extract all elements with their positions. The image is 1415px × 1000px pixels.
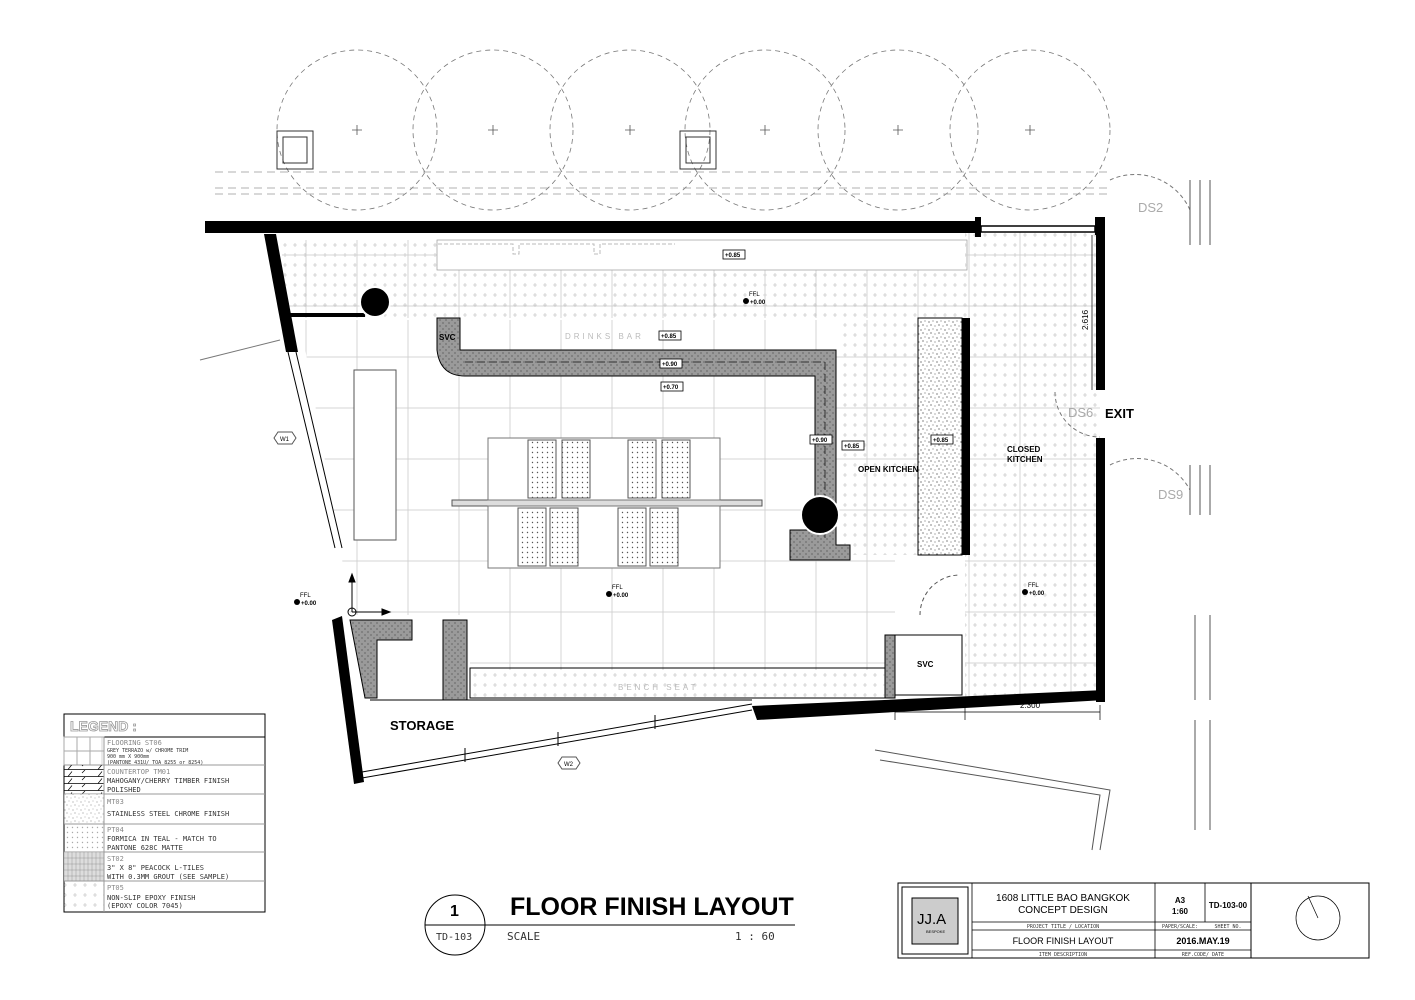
dim-svc: 1.200 [918,701,939,710]
drinks-bar-counter [436,317,851,561]
tag-ds2: DS2 [1138,200,1163,215]
label-svc: SVC [917,660,934,669]
svg-text:PAPER/SCALE:: PAPER/SCALE: [1162,924,1198,930]
label-drinks-bar: DRINKS BAR [565,332,644,341]
tag-w1: W1 [280,437,290,443]
svg-text:PT05: PT05 [107,884,124,892]
svg-text:+0.00: +0.00 [1029,591,1045,597]
svg-text:MAHOGANY/CHERRY TIMBER FINISH: MAHOGANY/CHERRY TIMBER FINISH [107,777,229,785]
svg-text:FLOORING ST06: FLOORING ST06 [107,739,162,747]
drawing-number: 1 [450,903,459,920]
sheet-ref: TD-103 [436,932,472,943]
svg-text:REF.CODE/ DATE: REF.CODE/ DATE [1182,952,1224,958]
label-svc: SVC [439,333,456,342]
svg-text:POLISHED: POLISHED [107,786,141,794]
svg-text:+0.85: +0.85 [933,438,949,444]
svg-text:+0.85: +0.85 [844,444,860,450]
glazing [199,339,753,779]
svg-text:2016.MAY.19: 2016.MAY.19 [1176,936,1229,946]
svg-text:+0.00: +0.00 [613,593,629,599]
svg-text:PANTONE 628C MATTE: PANTONE 628C MATTE [107,844,183,852]
dim-exit: 2.616 [1081,309,1090,330]
label-closed-kitchen: CLOSED [1007,445,1041,454]
svg-text:+0.00: +0.00 [750,300,766,306]
svg-text:FLOOR FINISH LAYOUT: FLOOR FINISH LAYOUT [1013,936,1114,946]
legend: LEGEND : FLOORING ST06 GREY TERRAZO w/ C… [63,713,266,913]
tag-ds6: DS6 [1068,405,1093,420]
svg-text:+0.85: +0.85 [725,253,741,259]
door-swings [1054,173,1191,491]
scale-label: SCALE [507,930,540,943]
dining-tables [353,369,763,569]
svg-text:STAINLESS STEEL CHROME FINISH: STAINLESS STEEL CHROME FINISH [107,810,229,818]
label-storage: STORAGE [390,718,454,733]
tree-centers [352,125,1035,135]
scale-value: 1 : 60 [735,930,775,943]
svg-text:A3: A3 [1175,896,1186,905]
ffl-markers: FFL +0.00 FFL +0.00 FFL +0.00 FFL +0.00 [294,292,1045,607]
planters [276,130,717,170]
svg-text:CONCEPT DESIGN: CONCEPT DESIGN [1018,905,1108,916]
svg-text:BESPOKE: BESPOKE [926,929,945,934]
terrace-counter [436,239,968,271]
tag-w2: W2 [564,762,574,768]
logo: JJ.A [917,911,946,928]
title-block: JJ.A BESPOKE 1608 LITTLE BAO BANGKOK CON… [897,882,1370,959]
svg-text:FORMICA IN TEAL - MATCH TO: FORMICA IN TEAL - MATCH TO [107,835,217,843]
svg-text:PT04: PT04 [107,826,124,834]
svg-text:+0.90: +0.90 [812,438,828,444]
svg-text:TD-103-00: TD-103-00 [1209,901,1248,910]
svg-text:+0.70: +0.70 [663,385,679,391]
svg-text:WITH 0.3MM GROUT (SEE SAMPLE): WITH 0.3MM GROUT (SEE SAMPLE) [107,873,229,881]
label-bench-seat: BENCH SEAT [618,683,699,692]
exterior-details [874,180,1211,851]
svg-text:900 mm X 900mm: 900 mm X 900mm [107,754,149,760]
svg-text:+0.90: +0.90 [662,362,678,368]
sidewalk-lines [215,171,1110,195]
svg-text:ST02: ST02 [107,855,124,863]
svg-text:PROJECT TITLE / LOCATION: PROJECT TITLE / LOCATION [1027,924,1099,930]
svg-text:GREY TERRAZO w/ CHROME TRIM: GREY TERRAZO w/ CHROME TRIM [107,748,188,754]
svg-text:FFL: FFL [612,585,623,591]
drawing-title: FLOOR FINISH LAYOUT [510,893,794,921]
element-tags [273,431,581,770]
dimension-lines [894,235,1101,720]
svg-text:NON-SLIP EPOXY FINISH: NON-SLIP EPOXY FINISH [107,894,196,902]
drawing-title-label: 1 TD-103 FLOOR FINISH LAYOUT SCALE 1 : 6… [424,893,795,956]
svg-text:+0.85: +0.85 [661,334,677,340]
exterior-trees [276,49,1111,211]
svg-text:COUNTERTOP TM01: COUNTERTOP TM01 [107,768,170,776]
svg-text:1:60: 1:60 [1172,907,1189,916]
lower-counters [349,574,963,701]
svg-text:(EPOXY COLOR 7045): (EPOXY COLOR 7045) [107,902,183,910]
level-tags: +0.85 +0.85 +0.90 +0.70 +0.90 +0.85 +0.8… [658,249,954,451]
svg-text:+0.00: +0.00 [301,601,317,607]
svg-text:FFL: FFL [300,593,311,599]
north-indicator [1295,895,1341,941]
legend-title: LEGEND : [70,718,137,734]
bench-seat [469,667,896,699]
walls [205,217,1105,784]
svg-text:SHEET NO.: SHEET NO. [1214,924,1241,930]
svg-text:3" X 8" PEACOCK L-TILES: 3" X 8" PEACOCK L-TILES [107,864,204,872]
svg-text:FFL: FFL [749,292,760,298]
svg-text:KITCHEN: KITCHEN [1007,455,1043,464]
svg-text:(PANTONE 431U/ TOA 8255 or 825: (PANTONE 431U/ TOA 8255 or 8254) [107,760,203,766]
svg-text:FFL: FFL [1028,583,1039,589]
svg-text:ITEM DESCRIPTION: ITEM DESCRIPTION [1039,952,1087,958]
svg-text:MT03: MT03 [107,798,124,806]
label-open-kitchen: OPEN KITCHEN [858,465,919,474]
svg-text:1608 LITTLE BAO BANGKOK: 1608 LITTLE BAO BANGKOK [996,893,1130,904]
dim-kitchen: 2.300 [1020,701,1041,710]
label-exit: EXIT [1105,406,1134,421]
tag-ds9: DS9 [1158,487,1183,502]
axis-arrows [347,572,392,617]
